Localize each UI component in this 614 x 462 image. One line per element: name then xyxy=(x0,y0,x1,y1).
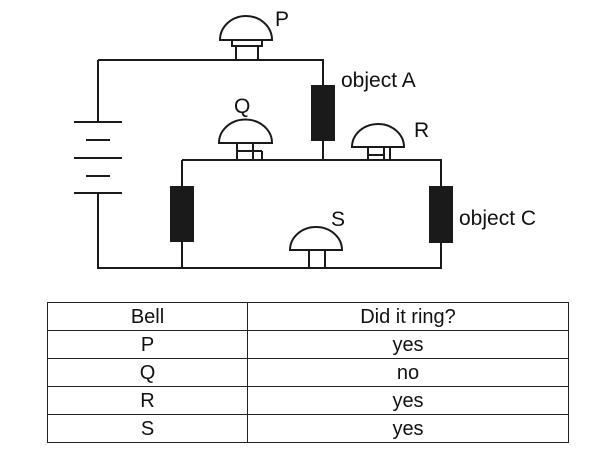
table-row: P yes xyxy=(47,330,569,359)
wire-middle xyxy=(182,159,442,186)
bell-q xyxy=(217,118,274,160)
rang-cell: yes xyxy=(247,386,569,415)
bell-cell: P xyxy=(47,330,248,359)
bell-cell: Q xyxy=(47,358,248,387)
header-bell: Bell xyxy=(47,302,248,331)
bell-s-label: S xyxy=(331,208,345,231)
object-c xyxy=(429,186,453,243)
object-a-label: object A xyxy=(341,69,416,92)
object-b xyxy=(170,186,194,242)
table-row: R yes xyxy=(47,386,569,415)
rang-cell: yes xyxy=(247,330,569,359)
wire-left-bottom xyxy=(97,193,442,269)
bell-p-label: P xyxy=(275,8,289,31)
object-a xyxy=(311,85,335,141)
results-table-container: Bell Did it ring? P yes Q no R yes S yes xyxy=(47,302,569,443)
bell-s xyxy=(288,226,344,269)
wire-top xyxy=(98,59,324,85)
table-header-row: Bell Did it ring? xyxy=(47,302,569,331)
circuit-diagram: P Q R S object A object C xyxy=(74,8,536,269)
table-row: Q no xyxy=(47,358,569,387)
object-c-label: object C xyxy=(459,207,536,230)
battery xyxy=(74,121,122,194)
results-table: Bell Did it ring? P yes Q no R yes S yes xyxy=(47,302,569,443)
bell-cell: S xyxy=(47,414,248,443)
bell-p xyxy=(218,15,274,47)
bell-cell: R xyxy=(47,386,248,415)
bell-q-label: Q xyxy=(234,95,250,118)
header-did-it-ring: Did it ring? xyxy=(247,302,569,331)
rang-cell: no xyxy=(247,358,569,387)
bell-r xyxy=(350,123,406,160)
bell-r-label: R xyxy=(414,119,429,142)
rang-cell: yes xyxy=(247,414,569,443)
table-row: S yes xyxy=(47,414,569,443)
